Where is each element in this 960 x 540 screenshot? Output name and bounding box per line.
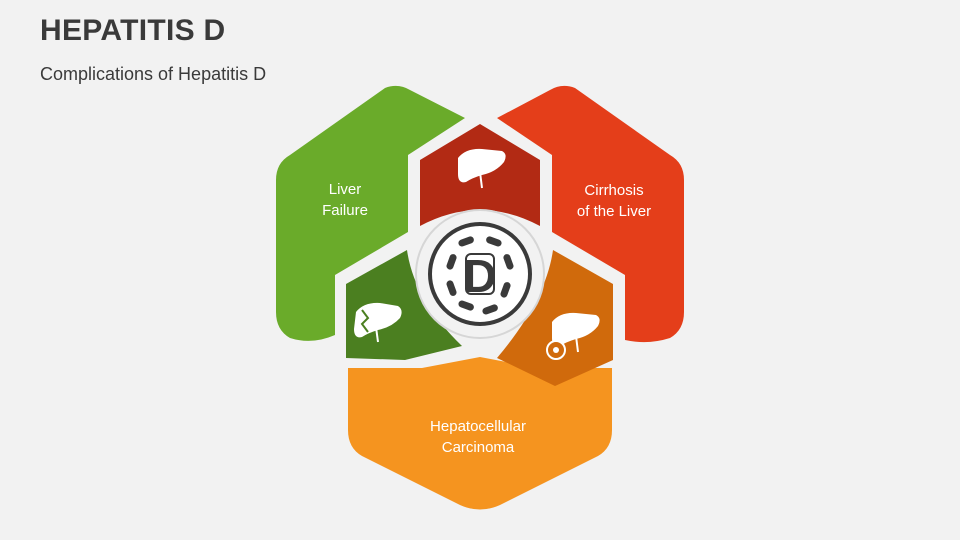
virus-ring-icon bbox=[446, 236, 514, 315]
page-subtitle: Complications of Hepatitis D bbox=[40, 64, 267, 84]
segment-label-cirrhosis-line1: Cirrhosis bbox=[584, 182, 643, 199]
page-title: HEPATITIS D bbox=[40, 14, 226, 47]
segment-cirrhosis bbox=[497, 85, 684, 343]
inner-segment-left bbox=[346, 250, 462, 360]
liver-tumor-icon bbox=[546, 312, 600, 360]
center-badge bbox=[428, 222, 532, 326]
segment-label-liver-failure-line1: Liver bbox=[329, 181, 362, 198]
liver-icon bbox=[458, 148, 506, 189]
segment-liver-failure bbox=[276, 85, 465, 341]
center-letter-frame bbox=[465, 253, 495, 295]
segment-carcinoma bbox=[348, 357, 612, 510]
inner-segment-right bbox=[497, 250, 613, 386]
segment-label-carcinoma-line1: Hepatocellular bbox=[430, 418, 526, 435]
center-letter: D bbox=[463, 250, 496, 302]
segment-label-cirrhosis-line2: of the Liver bbox=[577, 203, 651, 220]
damaged-liver-icon bbox=[354, 302, 402, 343]
segment-label-carcinoma-line2: Carcinoma bbox=[442, 439, 515, 456]
segment-label-liver-failure-line2: Failure bbox=[322, 202, 368, 219]
